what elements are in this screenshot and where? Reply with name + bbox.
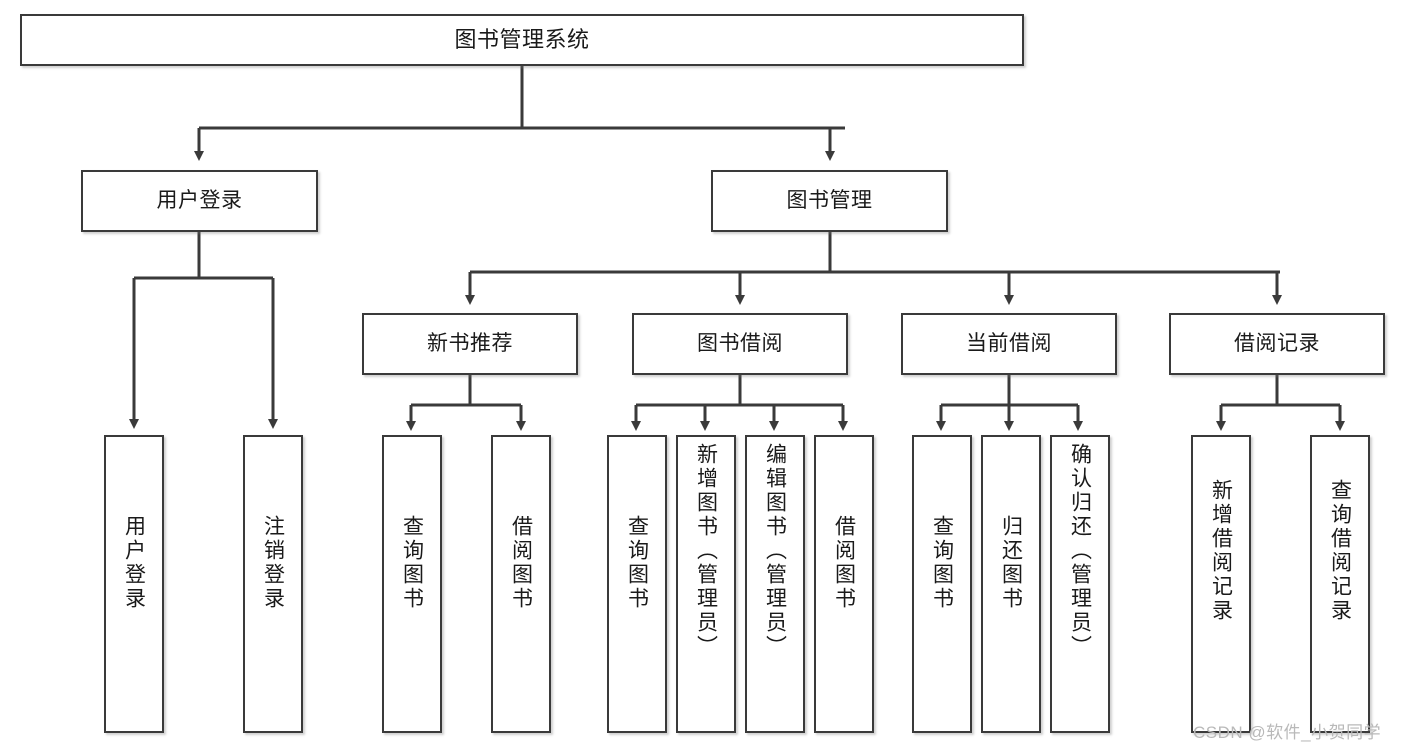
node-leaf-borrow-book-1[interactable]: 借阅图书 xyxy=(491,435,551,733)
node-label: 查询图书 xyxy=(400,515,424,611)
node-leaf-query-borrow-record[interactable]: 查询借阅记录 xyxy=(1310,435,1370,733)
node-leaf-user-login[interactable]: 用户登录 xyxy=(104,435,164,733)
node-root-book-management-system[interactable]: 图书管理系统 xyxy=(20,14,1024,66)
node-new-book-recommendation[interactable]: 新书推荐 xyxy=(362,313,578,375)
node-label: 新书推荐 xyxy=(427,332,513,356)
node-book-management[interactable]: 图书管理 xyxy=(711,170,948,232)
node-label: 借阅记录 xyxy=(1234,332,1320,356)
node-leaf-query-book-1[interactable]: 查询图书 xyxy=(382,435,442,733)
node-leaf-query-book-2[interactable]: 查询图书 xyxy=(607,435,667,733)
node-leaf-add-book-admin[interactable]: 新增图书（管理员） xyxy=(676,435,736,733)
node-label: 新增借阅记录 xyxy=(1209,479,1233,623)
node-label: 新增图书（管理员） xyxy=(694,443,718,659)
node-label: 查询图书 xyxy=(625,515,649,611)
node-leaf-borrow-book-2[interactable]: 借阅图书 xyxy=(814,435,874,733)
node-book-borrowing[interactable]: 图书借阅 xyxy=(632,313,848,375)
node-leaf-return-book[interactable]: 归还图书 xyxy=(981,435,1041,733)
node-label: 确认归还（管理员） xyxy=(1068,443,1092,659)
node-label: 图书管理 xyxy=(786,189,873,213)
node-label: 借阅图书 xyxy=(832,515,856,611)
node-label: 查询图书 xyxy=(930,515,954,611)
node-label: 用户登录 xyxy=(156,189,243,213)
node-label: 当前借阅 xyxy=(966,332,1052,356)
node-label: 图书借阅 xyxy=(697,332,783,356)
node-label: 注销登录 xyxy=(261,515,285,611)
csdn-watermark: CSDN @软件_小贺同学 xyxy=(1193,723,1382,742)
node-label: 归还图书 xyxy=(999,515,1023,611)
node-label: 查询借阅记录 xyxy=(1328,479,1352,623)
node-leaf-confirm-return-admin[interactable]: 确认归还（管理员） xyxy=(1050,435,1110,733)
node-borrowing-record[interactable]: 借阅记录 xyxy=(1169,313,1385,375)
node-label: 借阅图书 xyxy=(509,515,533,611)
node-leaf-logout[interactable]: 注销登录 xyxy=(243,435,303,733)
node-user-login[interactable]: 用户登录 xyxy=(81,170,318,232)
node-leaf-edit-book-admin[interactable]: 编辑图书（管理员） xyxy=(745,435,805,733)
node-label: 图书管理系统 xyxy=(454,26,590,52)
node-label: 编辑图书（管理员） xyxy=(763,443,787,659)
node-label: 用户登录 xyxy=(122,515,146,611)
node-leaf-query-book-3[interactable]: 查询图书 xyxy=(912,435,972,733)
node-leaf-add-borrow-record[interactable]: 新增借阅记录 xyxy=(1191,435,1251,733)
node-current-borrowing[interactable]: 当前借阅 xyxy=(901,313,1117,375)
